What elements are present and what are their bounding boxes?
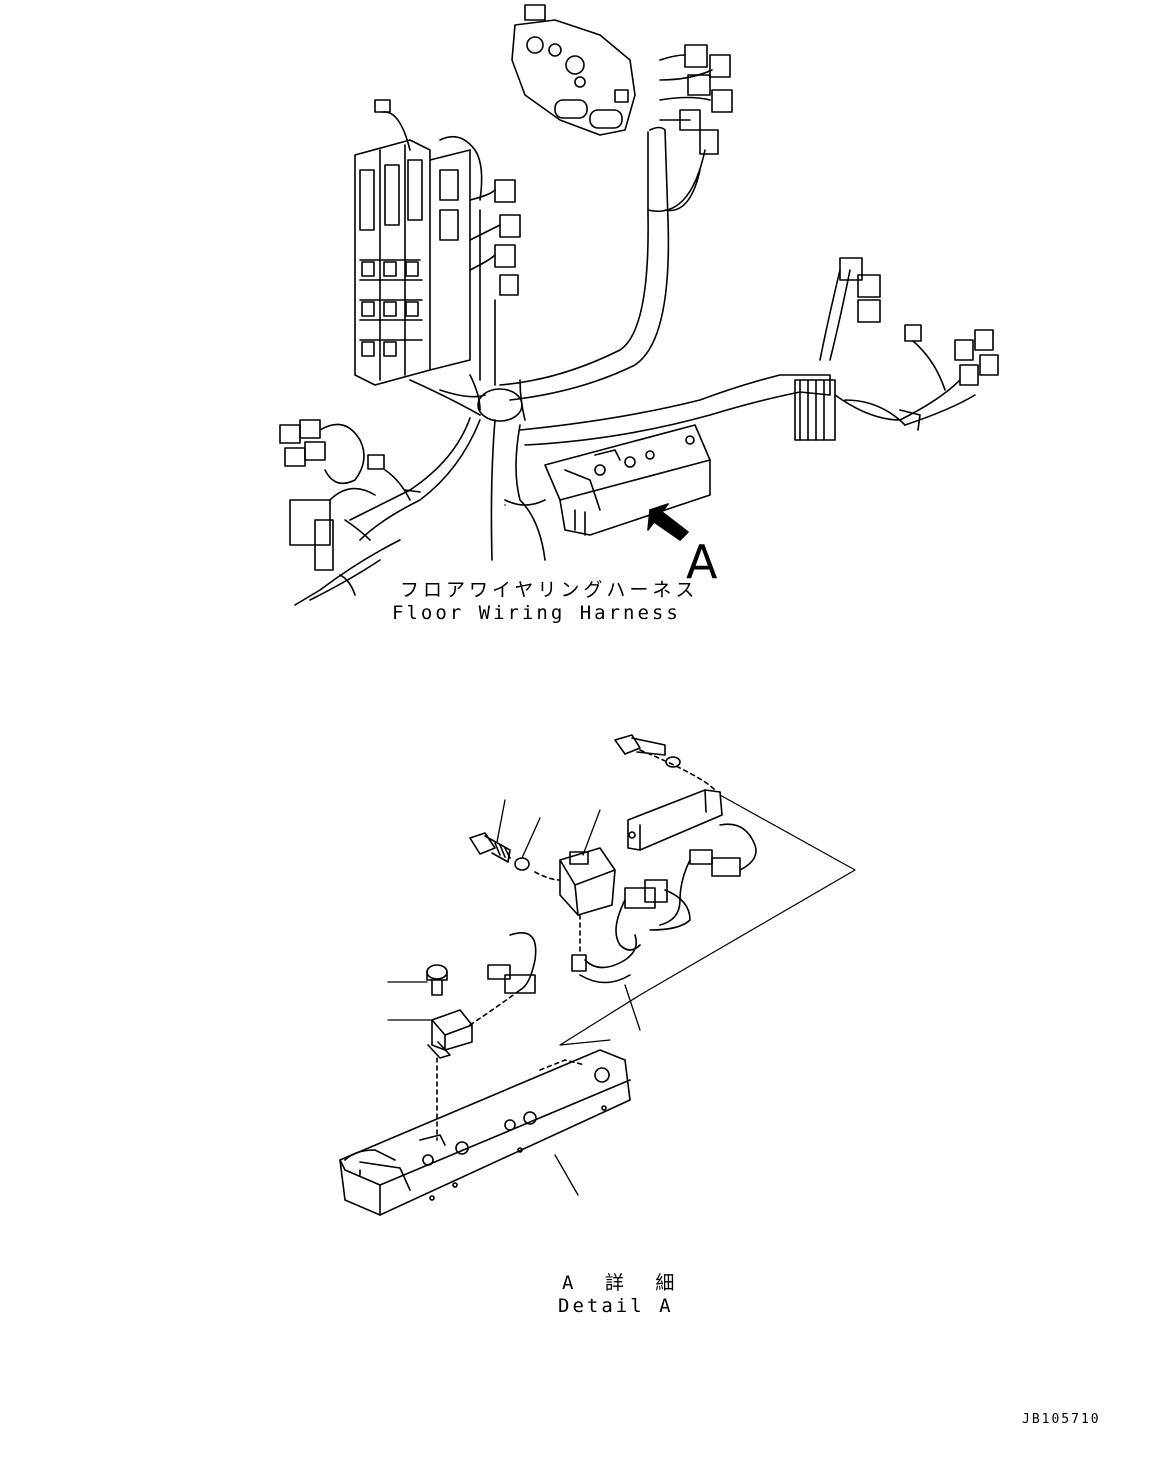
sub-harness: [571, 879, 691, 984]
bank-side-connectors: [469, 179, 521, 386]
detail-a-assembly: [339, 504, 856, 1216]
detail-base-plate: [339, 1049, 631, 1216]
top-panel-cluster: [511, 4, 636, 136]
detail-label-english: Detail A: [558, 1295, 674, 1317]
bolt-upper: [614, 734, 716, 791]
leader-lines: [387, 799, 641, 1196]
relay-connectors-right: [659, 823, 757, 926]
relay-bracket-top: [544, 424, 711, 536]
view-arrow-a: [647, 503, 689, 541]
view-marker-label: A: [686, 535, 718, 589]
harness-label-japanese: フロアワイヤリングハーネス: [400, 579, 699, 601]
harness-label-english: Floor Wiring Harness: [392, 602, 681, 624]
detail-connector-holder: [469, 932, 537, 1026]
detail-label-japanese: A 詳 細: [562, 1272, 685, 1294]
left-connectors: [279, 419, 421, 596]
detail-screw: [426, 964, 448, 996]
main-cable-trunk: [499, 214, 670, 401]
right-cable-run: [519, 257, 999, 446]
fuse-relay-bank: [354, 99, 483, 386]
detail-small-relay: [427, 1009, 473, 1141]
top-right-connectors: [647, 44, 733, 221]
detail-washer: [514, 857, 530, 871]
detail-guide-lines: [559, 794, 856, 1046]
floor-wiring-harness: [279, 4, 999, 606]
detail-relay: [534, 847, 616, 916]
mounting-plate-upper: [627, 789, 723, 851]
harness-junction: [409, 374, 526, 422]
drawing-number: JB105710: [1022, 1412, 1101, 1427]
detail-bolt: [469, 504, 511, 863]
